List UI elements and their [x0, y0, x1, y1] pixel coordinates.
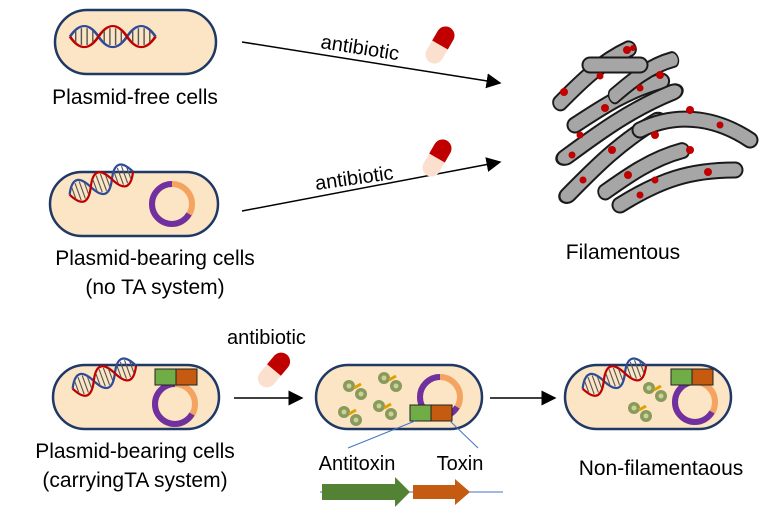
capsule-icon — [422, 23, 458, 67]
plasmid-free-label: Plasmid-free cells — [52, 86, 218, 109]
non-filamentous-label: Non-filamentaous — [579, 457, 744, 480]
arrow-2 — [241, 157, 502, 212]
capsule-icon — [419, 136, 455, 180]
toxin-label: Toxin — [437, 453, 484, 475]
toxin-pointer — [449, 420, 479, 449]
antitoxin-gene-arrow — [322, 477, 410, 507]
toxin-gene-arrow — [413, 479, 470, 505]
ta-active-cell — [314, 363, 484, 431]
plasmid-bearing-cell — [48, 159, 220, 238]
antitoxin-label: Antitoxin — [319, 453, 396, 475]
filamentous-label: Filamentous — [566, 241, 680, 264]
antibiotic-label-3: antibiotic — [227, 327, 306, 349]
capsule-icon — [254, 348, 294, 392]
no-ta-label: (no TA system) — [85, 276, 224, 299]
plasmid-free-cell — [53, 8, 218, 76]
carrying-ta-label: (carryingTA system) — [42, 469, 227, 492]
filamentous-cells — [552, 45, 759, 214]
antitoxin-pointer — [347, 420, 416, 449]
arrow-1 — [241, 41, 502, 89]
plasmid-bearing-ta-label: Plasmid-bearing cells — [35, 440, 235, 463]
non-filamentous-cell — [563, 353, 733, 431]
plasmid-bearing-ta-cell — [51, 353, 221, 431]
plasmid-bearing-label: Plasmid-bearing cells — [55, 247, 255, 270]
